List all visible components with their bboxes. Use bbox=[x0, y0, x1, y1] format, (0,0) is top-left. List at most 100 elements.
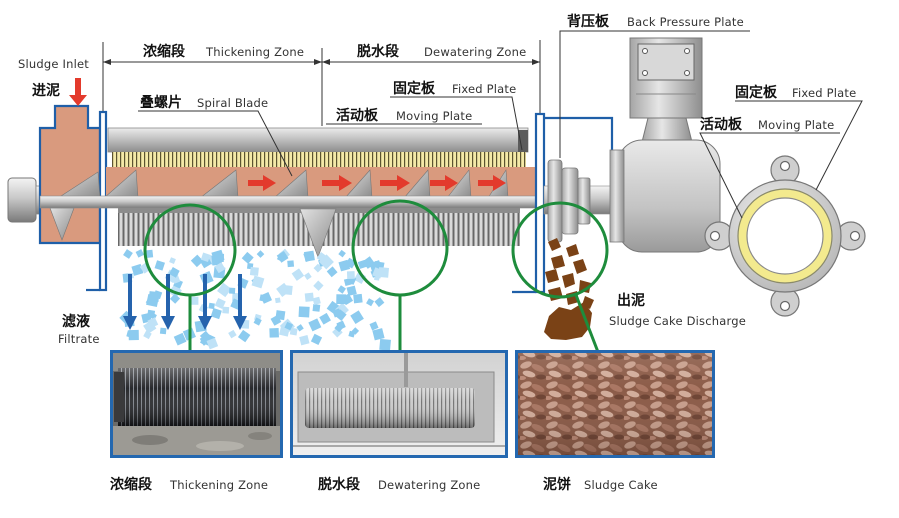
filtrate-label-en: Filtrate bbox=[58, 332, 100, 346]
filtrate-particle bbox=[214, 262, 226, 274]
filtrate-particle bbox=[310, 333, 323, 346]
filtrate-particle bbox=[123, 249, 133, 259]
bolt-hole-icon bbox=[779, 160, 791, 172]
spiral-blade-label-cn: 叠螺片 bbox=[140, 94, 182, 111]
filtrate-particle bbox=[173, 332, 187, 346]
back-pressure-plate-label-cn: 背压板 bbox=[567, 13, 610, 30]
bolt-hole-icon bbox=[849, 230, 861, 242]
filtrate-label-cn: 滤液 bbox=[62, 313, 91, 330]
filtrate-particle bbox=[147, 309, 156, 318]
filtrate-arrow bbox=[198, 274, 212, 330]
thickening-zone-label-en: Thickening Zone bbox=[205, 45, 304, 59]
filtrate-particle bbox=[270, 314, 282, 326]
leader-lines bbox=[138, 30, 863, 219]
filtrate-particle bbox=[241, 251, 254, 264]
filtrate-particle bbox=[372, 328, 385, 341]
filtrate-particle bbox=[276, 282, 291, 298]
ring-bore bbox=[746, 197, 824, 275]
filtrate-particle bbox=[229, 287, 236, 294]
top-cover bbox=[107, 127, 529, 153]
motor-neck bbox=[641, 117, 693, 143]
cake-chunk bbox=[579, 280, 591, 293]
inlet-hopper bbox=[38, 104, 102, 245]
filtrate-particle bbox=[313, 263, 323, 273]
filtrate-particle bbox=[206, 337, 219, 350]
thickening-zone-label-cn: 浓缩段 bbox=[143, 43, 185, 60]
filtrate-particle bbox=[190, 254, 204, 268]
flow-arrow bbox=[322, 175, 352, 191]
photo-frame bbox=[515, 350, 715, 458]
filtrate-particle bbox=[289, 327, 298, 336]
fixed-plate-label-cn: 固定板 bbox=[393, 80, 436, 97]
fixed-plate-label-en: Fixed Plate bbox=[452, 82, 516, 96]
filtrate-particle bbox=[338, 259, 351, 272]
photo-thickening-zone bbox=[113, 353, 280, 455]
ring-fixed-plate-label-cn: 固定板 bbox=[735, 84, 778, 101]
cake-pile bbox=[544, 302, 592, 340]
photo-sludge-cake bbox=[518, 353, 712, 455]
filtrate-particle bbox=[338, 249, 346, 258]
cake-chunk bbox=[562, 273, 575, 288]
moving-plate-label-cn: 活动板 bbox=[336, 107, 379, 124]
filtrate-particle bbox=[269, 328, 279, 338]
filtrate-particle bbox=[379, 338, 391, 351]
filtrate-particle bbox=[351, 327, 360, 335]
filtrate-particle bbox=[211, 249, 225, 263]
filtrate-particle bbox=[353, 293, 363, 304]
filtrate-particle bbox=[346, 271, 355, 280]
filtrate-particle bbox=[144, 249, 154, 258]
filtrate-particle bbox=[249, 266, 259, 276]
filtrate-particle bbox=[291, 268, 305, 281]
photo-caption-cn: 浓缩段 bbox=[110, 476, 152, 493]
fixed-plate-strip bbox=[112, 152, 526, 167]
cake-chunk bbox=[545, 269, 559, 283]
zone-dimension-line bbox=[102, 40, 541, 126]
filtrate-particle bbox=[135, 249, 145, 258]
filtrate-particle bbox=[336, 294, 347, 305]
photo-caption-cn: 脱水段 bbox=[318, 476, 360, 493]
photo-caption-en: Dewatering Zone bbox=[378, 478, 480, 492]
filtrate-particle bbox=[259, 294, 267, 302]
dewatering-zone-label-en: Dewatering Zone bbox=[424, 45, 526, 59]
filtrate-particle bbox=[316, 252, 328, 263]
bolt-icon bbox=[642, 70, 648, 76]
photo-frame bbox=[290, 350, 508, 458]
filtrate-particle bbox=[251, 275, 265, 289]
photo-frame bbox=[110, 350, 283, 458]
filtrate-particle bbox=[298, 306, 310, 318]
filtrate-particle bbox=[366, 298, 375, 307]
filtrate-particle bbox=[369, 321, 379, 331]
filtrate-arrows bbox=[123, 274, 247, 330]
filtrate-particle bbox=[168, 267, 180, 278]
sludge-flow-arrows bbox=[248, 175, 506, 191]
sludge-inlet-arrow bbox=[69, 78, 87, 106]
back-pressure-plate-label-en: Back Pressure Plate bbox=[627, 15, 744, 29]
filtrate-particle bbox=[169, 257, 176, 264]
filtrate-particle bbox=[343, 278, 352, 286]
flow-arrow bbox=[478, 175, 506, 191]
filtrate-particle bbox=[303, 251, 315, 262]
filtrate-particle bbox=[337, 285, 347, 294]
filtrate-particle bbox=[299, 335, 310, 346]
filtrate-particle bbox=[217, 282, 232, 298]
filtrate-particle bbox=[287, 260, 295, 268]
filtrate-particle bbox=[190, 296, 199, 305]
filtrate-particle bbox=[304, 292, 314, 302]
cake-chunk bbox=[548, 238, 561, 251]
filtrate-particle bbox=[208, 302, 215, 310]
filtrate-particle bbox=[276, 250, 289, 263]
filtrate-particle bbox=[308, 318, 322, 332]
spiral-blade bbox=[299, 208, 337, 258]
filtrate-particle bbox=[312, 303, 321, 312]
filtrate-particle bbox=[222, 306, 230, 314]
bolt-icon bbox=[684, 48, 690, 54]
filtrate-particle bbox=[334, 309, 347, 322]
filtrate-particle bbox=[159, 327, 167, 335]
cake-chunk bbox=[566, 244, 579, 257]
filtrate-particle bbox=[228, 329, 237, 339]
end-plate bbox=[534, 112, 546, 294]
filtrate-particle bbox=[154, 260, 165, 271]
filtrate-particle bbox=[210, 308, 222, 320]
bolt-icon bbox=[642, 48, 648, 54]
